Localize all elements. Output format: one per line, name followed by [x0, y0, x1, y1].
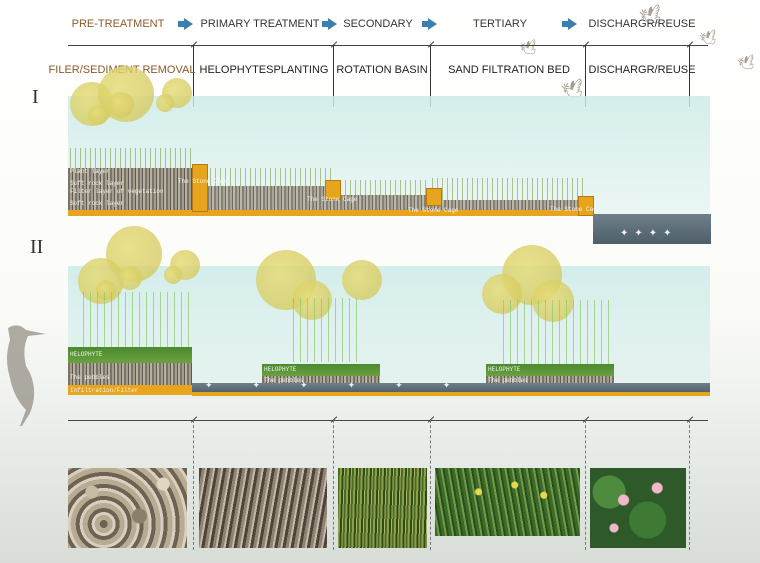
tick-mark	[190, 416, 198, 424]
layer-label: Soft rock layer	[70, 180, 125, 187]
tick-mark	[686, 416, 694, 424]
pebbles-label: The pebbles	[488, 377, 528, 384]
column-divider	[689, 45, 690, 107]
arrow-right-icon	[178, 18, 193, 30]
column-divider	[333, 420, 334, 550]
bubble	[108, 92, 134, 118]
bird-icon: 🕊	[736, 52, 758, 74]
lotus-photo	[590, 468, 686, 548]
column-divider	[585, 420, 586, 550]
process-label-helophytes: HELOPHYTESPLANTING	[199, 64, 329, 76]
infiltration-label: Infiltration/Filter	[70, 387, 139, 394]
column-divider	[430, 45, 431, 107]
reeds	[80, 292, 190, 348]
gravel-layer	[430, 200, 585, 210]
column-divider	[193, 45, 194, 107]
pebbles-photo	[68, 468, 187, 548]
layer-label: Filter layer of vegetation	[70, 188, 164, 195]
orange-base-layer	[68, 210, 593, 216]
fish-icon: ✦✦✦✦	[620, 228, 678, 239]
tick-mark	[582, 41, 590, 49]
helophyte-label: HELOPHYTE	[70, 351, 103, 358]
stone-cage-label: The Stone Cage	[307, 196, 358, 203]
pebbles-label: The pebbles	[264, 377, 304, 384]
arrow-right-icon	[322, 18, 337, 30]
tick-mark	[582, 416, 590, 424]
pebbles-label: The pebbles	[70, 374, 110, 381]
helophyte-layer	[486, 364, 614, 376]
column-divider	[193, 420, 194, 550]
yellow-iris-photo	[435, 468, 580, 536]
stage-label-secondary: SECONDARY	[343, 18, 413, 30]
grass-layer	[333, 180, 430, 196]
reeds	[500, 300, 610, 364]
cattail-reeds-photo	[338, 468, 427, 548]
stage-label-tertiary: TERTIARY	[473, 18, 527, 30]
stone-cage-label: The Stone Cage	[550, 206, 601, 213]
water-channel	[192, 383, 710, 393]
section-one-numeral: I	[32, 86, 39, 108]
gravel-layer	[333, 195, 430, 210]
orange-base-layer	[192, 392, 710, 396]
helophyte-layer	[68, 347, 192, 363]
bubble	[88, 105, 108, 125]
stone-cage-label: The Stone Cage	[408, 207, 459, 214]
section-two-numeral: II	[30, 236, 44, 258]
stone-cage-label: The Stone Cage	[178, 178, 229, 185]
process-label-rotation: ROTATION BASIN	[336, 64, 428, 76]
stage-label-pre-treatment: PRE-TREATMENT	[71, 18, 165, 30]
layer-label: Soft rock layer	[70, 200, 125, 207]
stage-label-primary: PRIMARY TREATMENT	[200, 18, 320, 30]
arrow-right-icon	[562, 18, 577, 30]
pebble-layer	[68, 363, 192, 385]
photo-divider	[68, 420, 708, 421]
process-label-discharge: DISCHARGR/REUSE	[588, 64, 696, 76]
stone-cage	[192, 164, 208, 212]
bubble	[342, 260, 382, 300]
infiltration-layer	[68, 385, 192, 395]
tick-mark	[686, 41, 694, 49]
heron-icon	[7, 325, 46, 426]
gravel-layer	[68, 168, 193, 210]
tick-mark	[330, 416, 338, 424]
tick-mark	[330, 41, 338, 49]
column-divider	[333, 45, 334, 107]
column-divider	[689, 420, 690, 550]
column-divider	[585, 45, 586, 107]
reeds	[290, 298, 360, 362]
column-divider	[430, 420, 431, 550]
grass-layer	[68, 148, 193, 170]
stone-cage	[325, 180, 341, 200]
grass-layer	[193, 168, 333, 186]
discharge-water	[593, 214, 711, 244]
helophyte-label: HELOPHYTE	[264, 366, 297, 373]
tick-mark	[427, 41, 435, 49]
header-divider	[68, 45, 708, 46]
stone-cage	[578, 196, 594, 216]
gravel-layer	[193, 186, 333, 210]
process-label-sand-filter: SAND FILTRATION BED	[448, 64, 570, 76]
bubble	[156, 94, 174, 112]
grass-layer	[430, 178, 585, 200]
bubble	[164, 266, 182, 284]
helophyte-label: HELOPHYTE	[488, 366, 521, 373]
layer-label: Plant layer	[70, 168, 110, 175]
bird-icon: 🕊	[518, 37, 540, 59]
stone-cage	[426, 188, 442, 206]
arrow-right-icon	[422, 18, 437, 30]
stage-label-discharge: DISCHARGR/REUSE	[588, 18, 696, 30]
fish-icon: ✦✦✦✦✦✦	[205, 380, 491, 390]
tick-mark	[190, 41, 198, 49]
gravel-bed-photo	[199, 468, 327, 548]
helophyte-layer	[262, 364, 380, 376]
tick-mark	[427, 416, 435, 424]
bubble	[118, 266, 142, 290]
